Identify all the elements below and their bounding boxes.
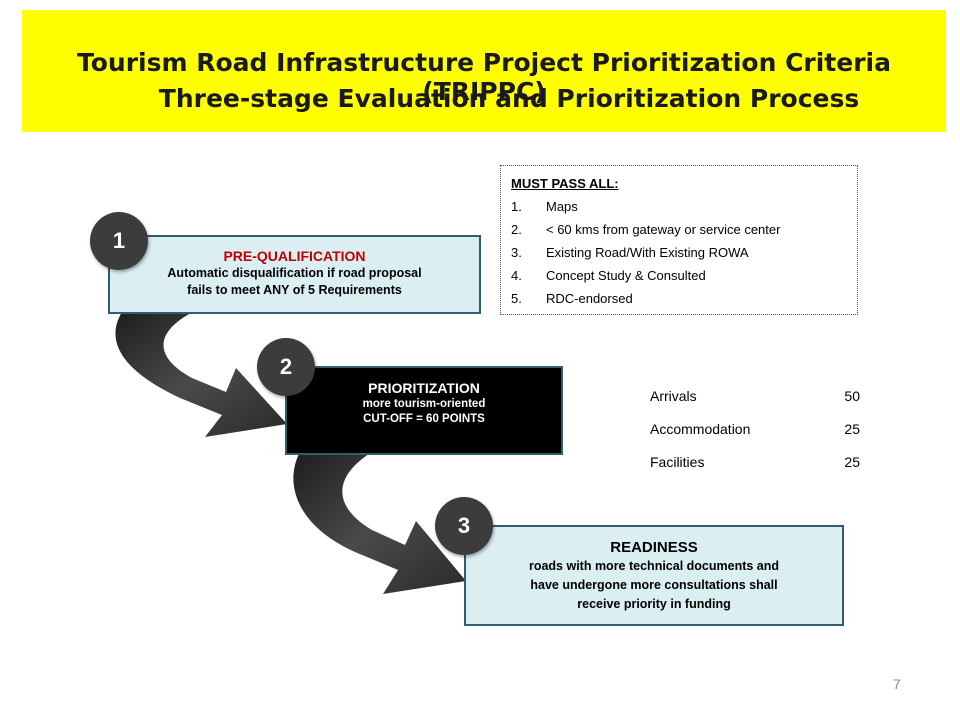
- stage-pre-qualification: PRE-QUALIFICATION Automatic disqualifica…: [108, 235, 481, 314]
- stage-readiness: READINESS roads with more technical docu…: [464, 525, 844, 626]
- requirement-item: 3. Existing Road/With Existing ROWA: [511, 241, 847, 264]
- requirement-item: 2. < 60 kms from gateway or service cente…: [511, 218, 847, 241]
- stage-description: roads with more technical documents and …: [466, 557, 842, 614]
- requirements-box: MUST PASS ALL: 1. Maps 2. < 60 kms from ga…: [500, 165, 858, 315]
- stage-number-badge: 3: [435, 497, 493, 555]
- stage-title: PRIORITIZATION: [368, 380, 480, 396]
- requirement-number: 5.: [511, 291, 522, 306]
- requirement-number: 4.: [511, 268, 522, 283]
- points-row: Accommodation 25: [650, 417, 860, 450]
- requirement-text: Concept Study & Consulted: [546, 268, 706, 283]
- stage-desc-line: Automatic disqualification if road propo…: [167, 266, 422, 280]
- requirement-text: Existing Road/With Existing ROWA: [546, 245, 749, 260]
- flow-arrow-1: [115, 312, 287, 437]
- requirement-item: 5. RDC-endorsed: [511, 287, 847, 310]
- points-row: Arrivals 50: [650, 384, 860, 417]
- points-label: Accommodation: [650, 421, 751, 437]
- page-title: Tourism Road Infrastructure Project Prio…: [76, 48, 891, 106]
- stage-desc-line: receive priority in funding: [577, 597, 731, 611]
- requirement-number: 2.: [511, 222, 522, 237]
- stage-number-badge: 2: [257, 338, 315, 396]
- requirement-text: Maps: [546, 199, 578, 214]
- points-label: Arrivals: [650, 388, 697, 404]
- stage-desc-line: CUT-OFF = 60 POINTS: [363, 413, 485, 425]
- requirements-title: MUST PASS ALL:: [511, 176, 619, 191]
- requirement-text: < 60 kms from gateway or service center: [546, 222, 781, 237]
- requirement-item: 4. Concept Study & Consulted: [511, 264, 847, 287]
- points-value: 25: [844, 421, 860, 437]
- page-number: 7: [893, 676, 901, 692]
- points-value: 50: [844, 388, 860, 404]
- stage-prioritization: PRIORITIZATION more tourism-oriented CUT…: [285, 366, 563, 455]
- stage-desc-line: fails to meet ANY of 5 Requirements: [187, 283, 402, 297]
- stage-description: Automatic disqualification if road propo…: [110, 265, 479, 299]
- stage-desc-line: have undergone more consultations shall: [530, 578, 778, 592]
- stage-desc-line: more tourism-oriented: [362, 398, 486, 410]
- requirement-item: 1. Maps: [511, 195, 847, 218]
- title-banner: Tourism Road Infrastructure Project Prio…: [22, 10, 946, 132]
- stage-description: more tourism-oriented CUT-OFF = 60 POINT…: [287, 397, 561, 427]
- requirement-number: 3.: [511, 245, 522, 260]
- requirements-list: 1. Maps 2. < 60 kms from gateway or servic…: [511, 195, 847, 310]
- stage-number-badge: 1: [90, 212, 148, 270]
- stage-desc-line: roads with more technical documents and: [528, 559, 780, 573]
- points-row: Facilities 25: [650, 450, 860, 483]
- points-value: 25: [844, 454, 860, 470]
- points-label: Facilities: [650, 454, 705, 470]
- page-subtitle: Three-stage Evaluation and Prioritizatio…: [158, 84, 860, 113]
- flow-arrow-2: [293, 452, 466, 594]
- stage-title: PRE-QUALIFICATION: [223, 248, 366, 264]
- requirement-number: 1.: [511, 199, 522, 214]
- points-table: Arrivals 50 Accommodation 25 Facilities …: [650, 384, 860, 483]
- requirement-text: RDC-endorsed: [546, 291, 633, 306]
- stage-title: READINESS: [610, 539, 698, 556]
